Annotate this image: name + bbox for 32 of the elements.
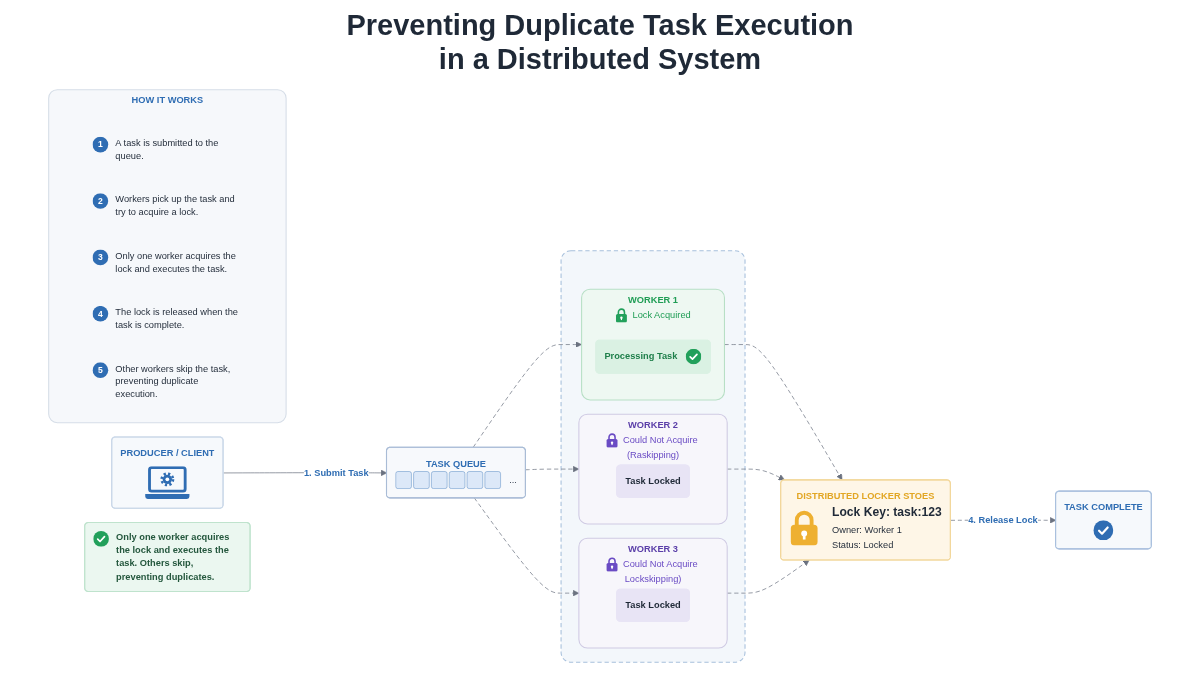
node-title: WORKER 1 [628,294,678,305]
edge-label: 1. Submit Task [303,467,369,478]
step-text: A task is submitted to the queue. [115,136,220,162]
node-text: ... [509,474,517,485]
cluster [48,89,287,424]
node-text: Owner: Worker 1 [832,523,902,535]
node-text: Status: Locked [832,538,894,550]
node-title: TASK COMPLETE [1064,501,1143,513]
node-title: HOW IT WORKS [131,94,204,106]
node-text: Could Not Acquire (Raskipping) [622,434,699,461]
node-title: WORKER 2 [628,419,678,430]
node-text: Lock Acquired [632,309,691,320]
node-title: WORKER 3 [628,543,678,554]
node-title: Task Locked [625,475,681,487]
diagram-title: Preventing Duplicate Task Execution in a Distributed System [345,8,855,76]
node-title: PRODUCER / CLIENT [120,447,215,459]
cluster [578,413,728,525]
cluster [578,537,728,649]
step-text: Only one worker acquires the lock and executes the task. [115,249,237,275]
node-title: TASK QUEUE [425,457,486,469]
edge-label: 4. Release Lock [968,514,1038,526]
note-text: Only one worker acquires the lock and executes the task. Others skip, preventing duplicates. [116,531,231,583]
cluster [581,288,725,401]
node-title: Task Locked [625,599,681,611]
node-title: DISTRIBUTED LOCKER STOES [796,490,935,502]
step-text: The lock is released when the task is complete. [115,305,239,331]
step-text: Other workers skip the task, preventing duplicate execution. [115,362,232,400]
node-text: Could Not Acquire Lockskipping) [622,558,699,585]
step-text: Workers pick up the task and try to acquire a lock. [115,193,236,219]
lock-key-text: Lock Key: task:123 [832,505,942,520]
cluster [560,250,746,663]
node-title: Processing Task [604,350,678,362]
